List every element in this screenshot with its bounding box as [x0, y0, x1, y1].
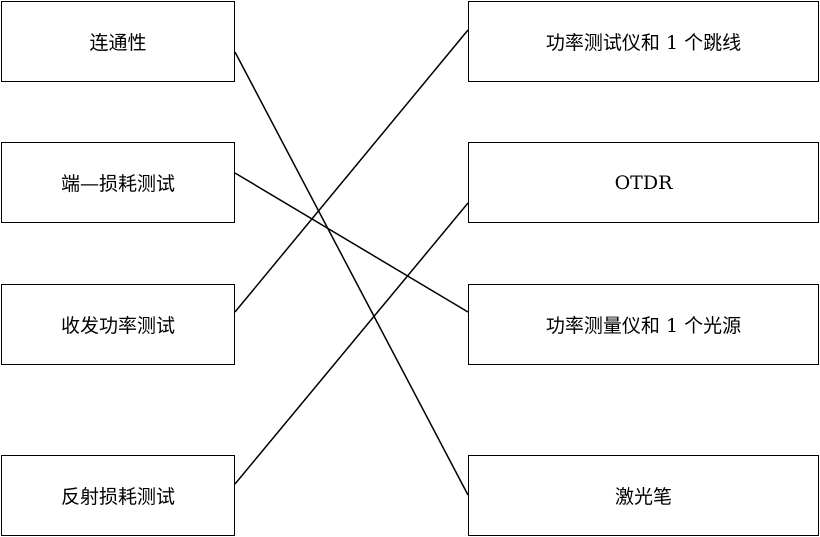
right-box-label: 激光笔 [614, 486, 672, 508]
left-box-connectivity: 连通性 [1, 1, 235, 82]
right-box-power-meter-light-source: 功率测量仪和 1 个光源 [468, 284, 819, 365]
left-box-end-to-end-loss-test: 端—损耗测试 [1, 142, 235, 223]
left-box-label: 端—损耗测试 [60, 173, 175, 195]
left-box-label: 反射损耗测试 [60, 486, 175, 508]
right-box-label: OTDR [614, 171, 673, 194]
connection-line-3 [234, 202, 469, 485]
right-box-label: 功率测试仪和 1 个跳线 [545, 32, 742, 54]
right-box-label: 功率测量仪和 1 个光源 [545, 315, 742, 337]
right-box-otdr: OTDR [468, 142, 819, 223]
left-box-label: 连通性 [89, 32, 147, 54]
left-box-tx-rx-power-test: 收发功率测试 [1, 284, 235, 365]
connection-line-1 [234, 172, 469, 313]
right-box-power-tester-jumper: 功率测试仪和 1 个跳线 [468, 1, 819, 82]
connection-line-0 [234, 51, 469, 496]
right-box-laser-pointer: 激光笔 [468, 455, 819, 536]
left-box-label: 收发功率测试 [60, 315, 175, 337]
left-box-return-loss-test: 反射损耗测试 [1, 455, 235, 536]
connection-line-2 [234, 29, 469, 313]
